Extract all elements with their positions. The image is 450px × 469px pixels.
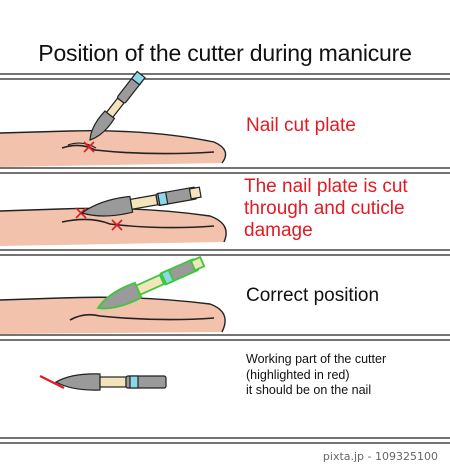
- finger-panel-1: [0, 130, 227, 167]
- panel-4-label-line-3: it should be on the nail: [246, 383, 372, 398]
- cutter-tool-3: [96, 255, 206, 310]
- panel-4-label: Working part of the cutter (highlighted …: [246, 352, 386, 399]
- finger-panel-3: [0, 296, 226, 334]
- cutter-tool-4: [54, 373, 167, 391]
- working-edge-highlight: [39, 375, 65, 389]
- diagram-title: Position of the cutter during manicure: [38, 40, 412, 66]
- panel-1-label: Nail cut plate: [246, 115, 356, 136]
- panel-4-label-line-2: (highlighted in red): [246, 367, 350, 382]
- panel-4-label-line-1: Working part of the cutter: [246, 352, 387, 366]
- error-marker-1: [83, 141, 95, 153]
- cutter-tool-2: [80, 186, 202, 217]
- watermark-id: pixta.jp - 109325100: [322, 450, 438, 463]
- panel-3-label: Correct position: [246, 285, 380, 306]
- separator-lines: [0, 73, 450, 444]
- cutter-tool-1: [89, 70, 146, 141]
- panel-2-label: The nail plate is cut through and cuticl…: [244, 176, 408, 241]
